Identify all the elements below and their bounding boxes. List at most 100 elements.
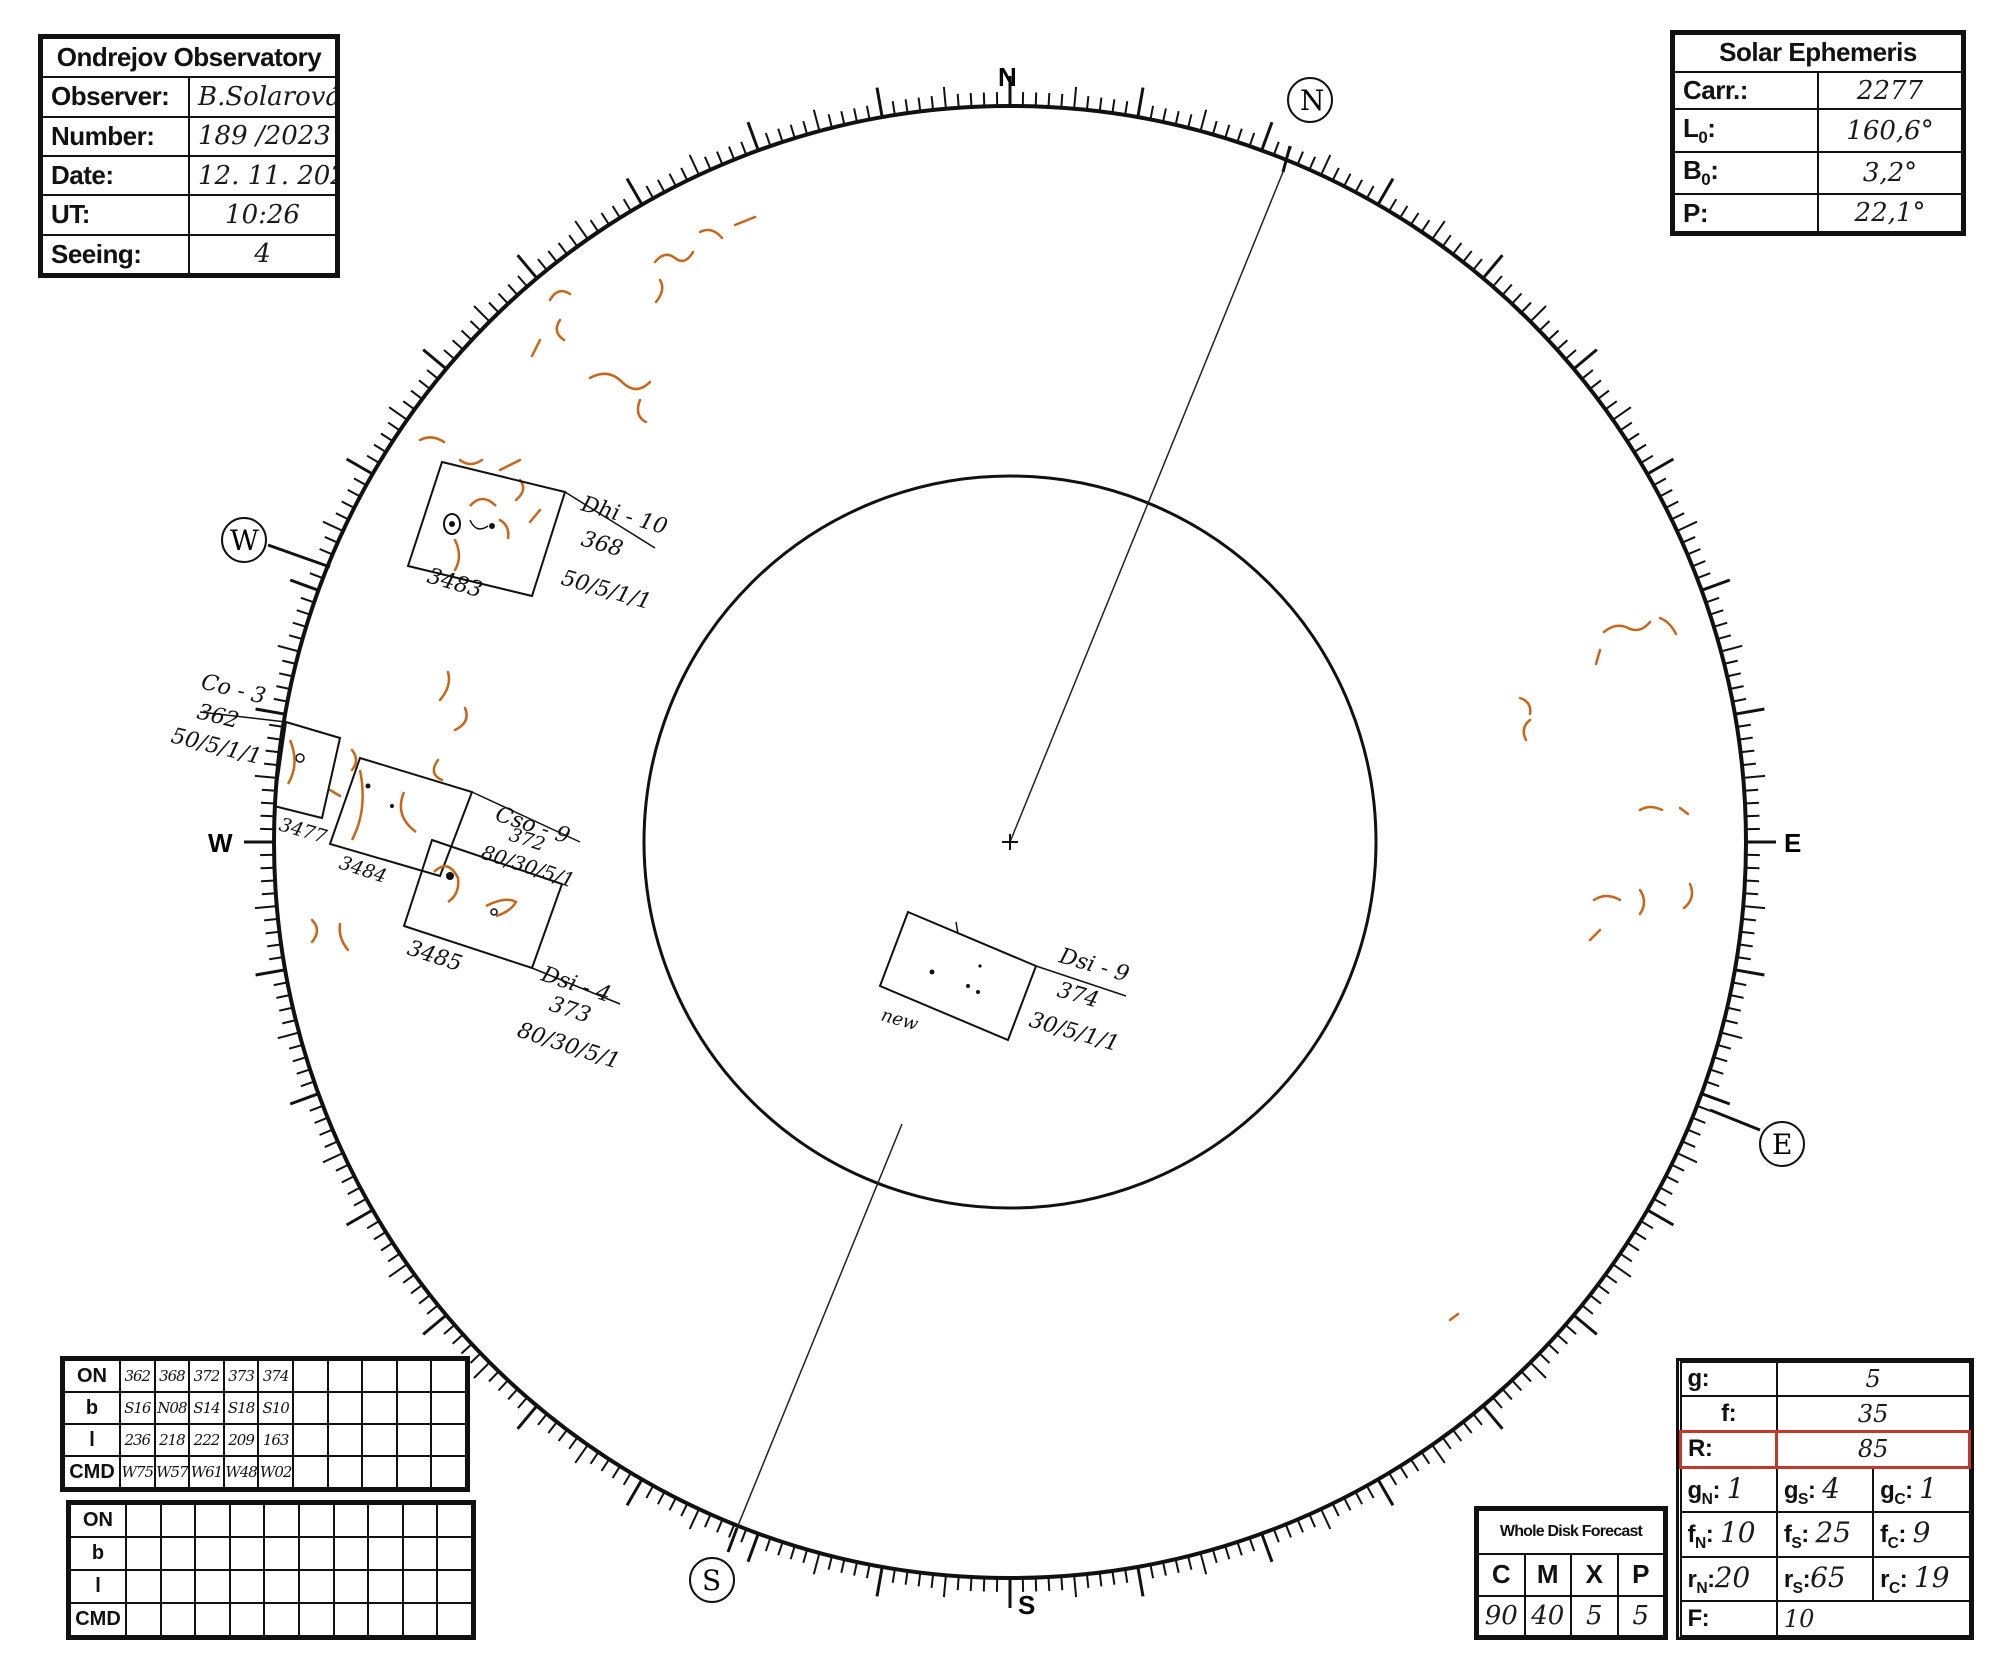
tick-mark	[1331, 1503, 1340, 1517]
tick-mark	[1597, 1284, 1610, 1295]
spot-table-2-cell	[263, 1569, 300, 1604]
cardinal-n: N	[998, 62, 1017, 92]
tick-mark	[288, 1043, 303, 1050]
spot-table-2-cell	[125, 1503, 162, 1538]
tick-mark	[930, 1573, 935, 1589]
forecast-value-x: 5	[1570, 1594, 1619, 1638]
spot-table-2-cell	[297, 1536, 335, 1571]
tick-mark	[1538, 1352, 1551, 1364]
spot-table-2-cell	[263, 1503, 300, 1538]
tick-mark	[366, 454, 380, 464]
fs-cell: fS: 25	[1775, 1511, 1875, 1558]
tick-mark	[1738, 736, 1753, 741]
spot-table-2-cell	[159, 1536, 197, 1571]
spot-table-2-cell	[228, 1536, 266, 1571]
spot-table-2-row: CMD	[69, 1602, 473, 1637]
tick-mark	[1734, 968, 1765, 977]
spot-table-2-cell	[159, 1569, 197, 1604]
spot-table-2-cell	[332, 1536, 370, 1571]
fs-value: 25	[1815, 1516, 1852, 1550]
tick-mark	[1149, 105, 1155, 120]
group-3483-number: 3483	[424, 564, 485, 603]
tick-mark	[1420, 219, 1431, 233]
spot-table-cell: W02	[257, 1455, 294, 1489]
forecast-value-c: 90	[1477, 1594, 1526, 1638]
cardinal-w: W	[208, 828, 233, 858]
tick-mark	[1626, 432, 1640, 442]
tick-mark	[688, 154, 700, 176]
tick-mark	[314, 1116, 328, 1124]
tick-mark	[537, 258, 548, 271]
tick-mark	[891, 1568, 896, 1583]
tick-mark	[273, 981, 288, 987]
tick-mark	[1162, 108, 1167, 123]
fc-value: 9	[1912, 1516, 1931, 1550]
tick-mark	[1410, 212, 1420, 226]
rotation-axis-north	[1009, 171, 1284, 843]
tick-mark	[1687, 1128, 1701, 1136]
rotation-axis-south	[736, 1123, 903, 1529]
tick-mark	[1320, 1508, 1332, 1530]
tick-mark	[1085, 95, 1090, 111]
tick-mark	[254, 905, 277, 910]
tick-mark	[956, 93, 960, 108]
spot-table-cell: W48	[222, 1455, 260, 1489]
spot-table-cell: S14	[188, 1391, 225, 1425]
observatory-title: Ondrejov Observatory	[41, 36, 337, 79]
tick-mark	[300, 1080, 315, 1088]
spot-table-row-label: l	[63, 1423, 121, 1457]
tick-mark	[802, 1549, 809, 1564]
tick-mark	[622, 198, 632, 212]
tick-mark	[292, 1056, 307, 1063]
gs-value: 4	[1822, 1471, 1840, 1505]
spot-table-2-cell	[401, 1569, 439, 1604]
spot-table-2-cell	[367, 1503, 404, 1538]
tick-mark	[1365, 1485, 1375, 1499]
spot-table-2-cell	[297, 1503, 335, 1538]
tick-mark	[625, 177, 644, 206]
tick-mark	[1376, 177, 1395, 206]
tick-mark	[1034, 92, 1038, 107]
spot-table-cell: S16	[119, 1391, 156, 1425]
tick-mark	[703, 1513, 712, 1528]
tick-mark	[1740, 930, 1755, 935]
tick-mark	[728, 146, 736, 160]
tick-mark	[1726, 1006, 1742, 1012]
spot-table-cell: W61	[188, 1455, 225, 1489]
tick-mark	[1581, 1304, 1594, 1315]
tick-mark	[267, 943, 282, 948]
tick-mark	[917, 97, 922, 112]
spot-table-cell: S10	[257, 1391, 294, 1425]
tick-mark	[1529, 305, 1547, 323]
tick-mark	[1199, 1552, 1208, 1575]
group-new-params: 30/5/1/1	[1026, 1008, 1122, 1057]
tick-mark	[1431, 220, 1446, 240]
spot-table-cell: W75	[119, 1455, 156, 1489]
spot-table-2-cell	[332, 1503, 370, 1538]
tick-mark	[278, 672, 294, 678]
tick-mark	[547, 250, 558, 263]
tick-mark	[827, 114, 833, 129]
spot-table-cell: W57	[153, 1455, 191, 1489]
tick-mark	[1729, 994, 1744, 999]
tick-mark	[740, 141, 748, 156]
tick-mark	[1260, 1533, 1274, 1563]
tick-mark	[875, 87, 884, 118]
spot-table-row-label: ON	[63, 1359, 121, 1393]
g-label: g:	[1679, 1360, 1778, 1398]
spot-table-2-cell	[159, 1602, 197, 1637]
spot-table-cell	[361, 1455, 398, 1489]
tick-mark	[1572, 1313, 1598, 1336]
tick-mark	[273, 697, 288, 703]
tick-mark	[1236, 128, 1243, 143]
tick-mark	[1671, 1163, 1685, 1172]
tick-mark	[1653, 477, 1667, 487]
tick-mark	[746, 121, 760, 151]
tick-mark	[373, 443, 387, 453]
tick-mark	[341, 1175, 355, 1184]
tick-mark	[451, 1333, 464, 1345]
tick-mark	[942, 1575, 947, 1598]
tick-mark	[324, 535, 339, 544]
tick-mark	[1681, 1140, 1696, 1149]
